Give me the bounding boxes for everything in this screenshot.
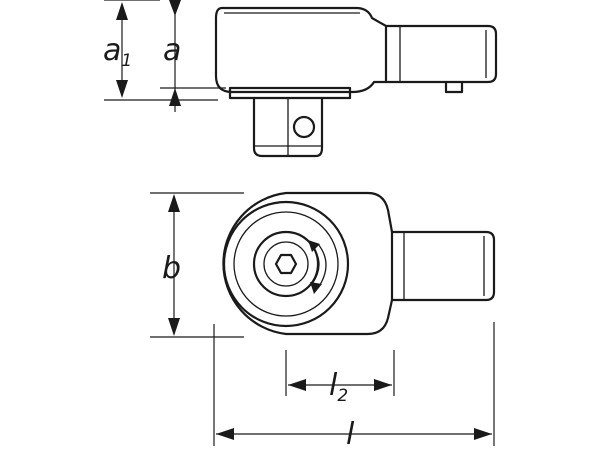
dimension-lines (104, 0, 495, 446)
front-view-shank (390, 230, 496, 302)
side-view-head (214, 6, 388, 94)
label-l2: l2 (329, 368, 348, 406)
hex-socket-icon (274, 253, 298, 275)
label-a1: a1 (103, 33, 132, 71)
front-view (222, 191, 496, 336)
label-l: l (346, 417, 355, 450)
front-view-ring-middle (233, 211, 339, 317)
front-view-body (222, 191, 394, 336)
side-view-base-plate (228, 86, 352, 100)
side-view-detent-ball (292, 115, 316, 139)
label-a: a (163, 33, 181, 68)
side-view-latch (444, 80, 464, 94)
side-view (214, 6, 498, 158)
side-view-square-drive (252, 96, 324, 158)
dimension-labels: a1 a b l2 l (103, 33, 355, 450)
front-view-ring-outer (222, 200, 350, 328)
rotation-arrows-icon (308, 240, 327, 294)
front-view-ring-inner (252, 230, 320, 298)
side-view-shank (384, 24, 498, 84)
label-b: b (162, 251, 181, 286)
front-view-ring-hub (263, 241, 309, 287)
